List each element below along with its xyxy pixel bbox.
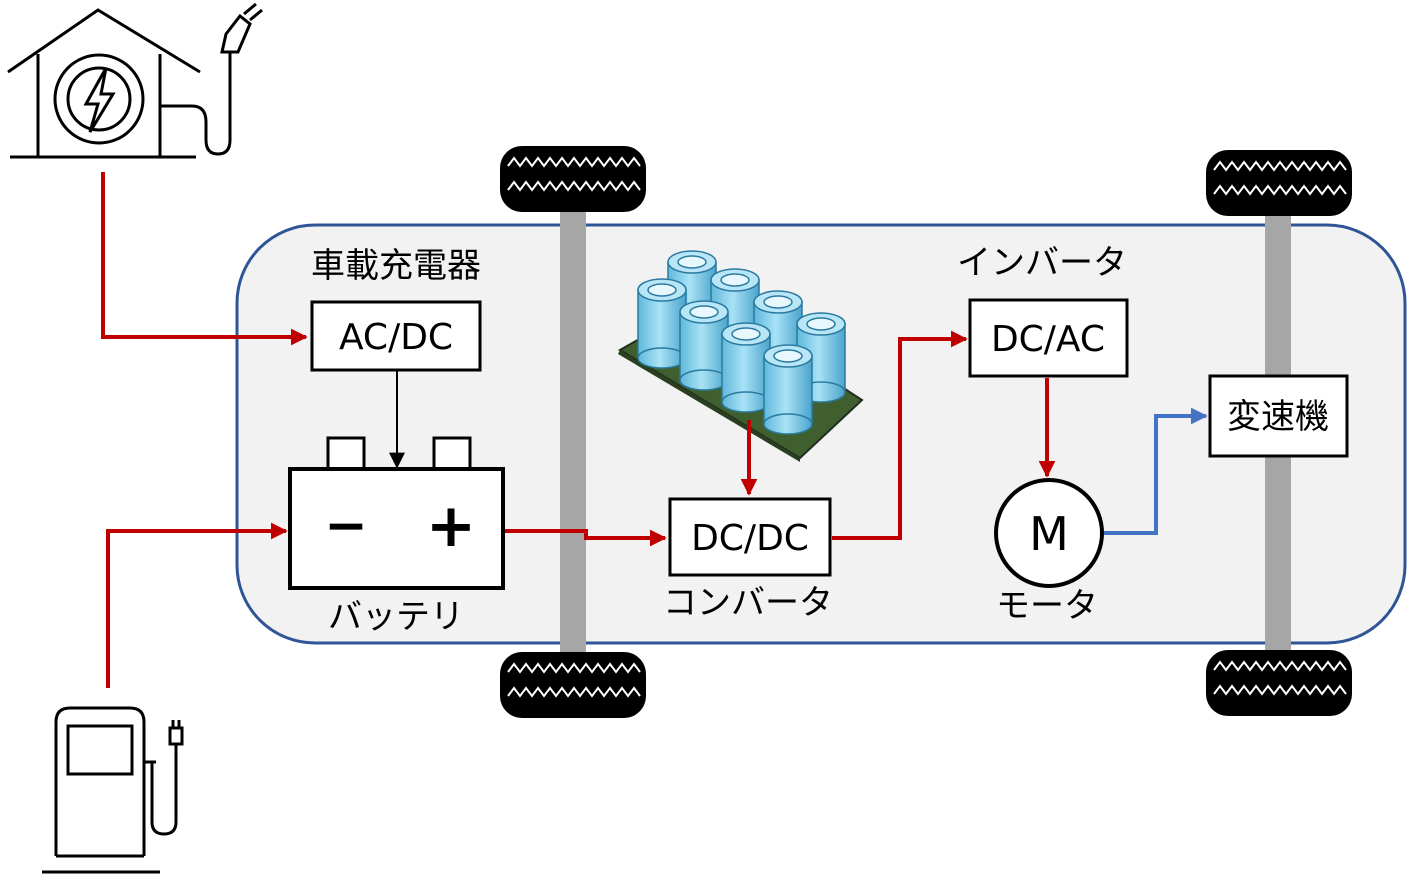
capacitor-bank-icon [618,250,864,462]
battery-icon [288,436,505,590]
house-to-charger-line [101,172,308,346]
transmission-label: 変速機 [1227,397,1329,437]
front-axle [560,180,586,680]
dcac-box [968,298,1129,378]
motor-icon [994,478,1104,588]
charging-station-icon [42,706,184,874]
transmission-box [1208,374,1349,458]
battery-plus-label: + [426,491,476,561]
dcac-label: DC/AC [991,319,1105,360]
dcdc-label: DC/DC [691,518,809,559]
motor-to-transmission-line [1104,407,1208,535]
dcdc-box [668,497,832,577]
converter-to-inverter-line [832,330,968,540]
acdc-box [310,300,482,372]
battery-minus-label: − [324,496,368,556]
battery-label: バッテリ [328,597,464,637]
tire-icon [500,652,646,718]
tire-icon [1206,650,1352,716]
battery-to-converter-line [504,529,667,547]
house-charger-icon [7,2,263,159]
motor-label: モータ [996,586,1098,626]
tire-icon [1206,150,1352,216]
acdc-label: AC/DC [339,317,453,358]
tire-icon [500,146,646,212]
station-to-battery-line [106,522,288,688]
motor-symbol: M [1029,507,1069,561]
onboard-charger-label: 車載充電器 [311,246,481,286]
inverter-label: インバータ [957,243,1127,283]
converter-label: コンバータ [663,583,833,623]
